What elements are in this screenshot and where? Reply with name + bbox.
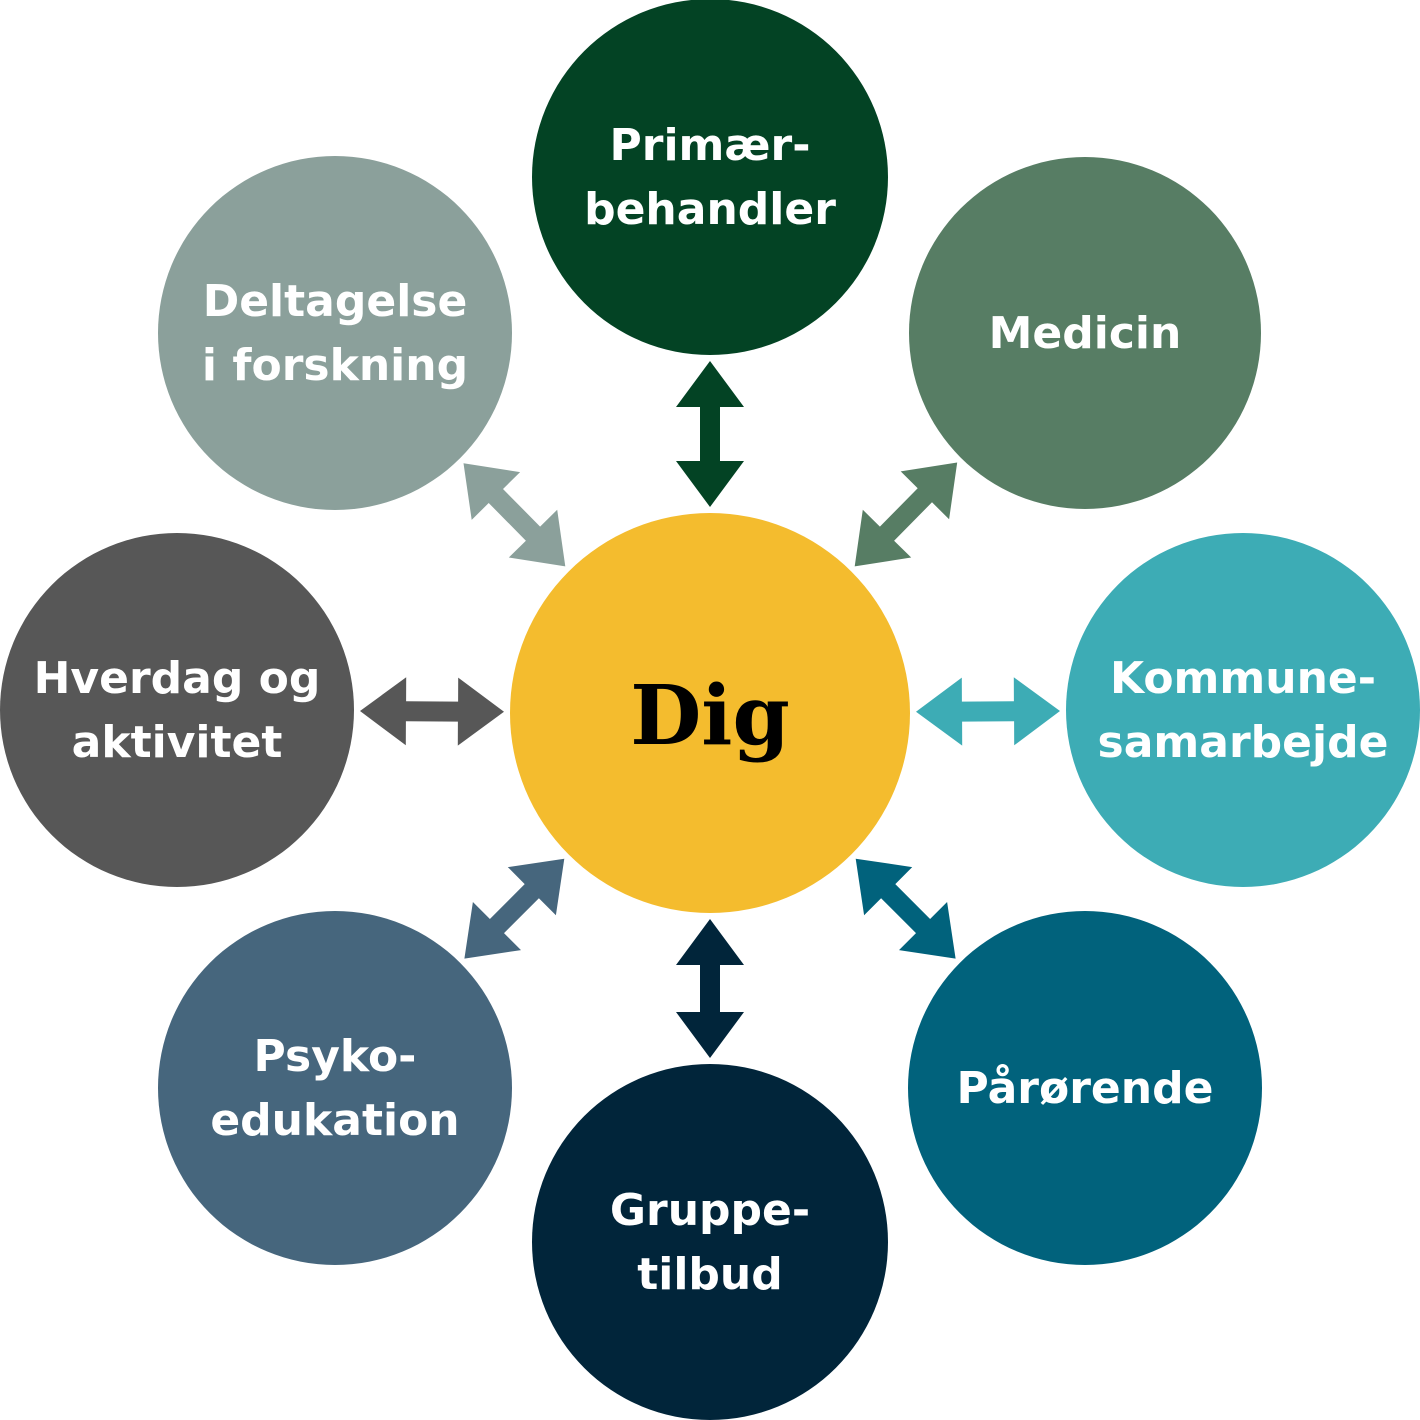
node-forskning: Deltagelse i forskning [158,156,512,510]
arrow-forskning [463,463,566,567]
node-label-paaroerende-line-1: Pårørende [957,1063,1214,1114]
node-label-primaer-line-2: behandler [584,184,836,235]
arrow-psyko [464,858,565,959]
node-medicin: Medicin [909,157,1261,509]
node-gruppe: Gruppe-tilbud [532,1064,888,1420]
node-circle-kommune [1066,533,1420,887]
node-hverdag: Hverdag og aktivitet [0,533,354,887]
node-label-kommune-line-2: samarbejde [1098,717,1389,768]
node-primaer: Primær-behandler [532,0,888,355]
node-circle-psyko [158,911,512,1265]
center-circle [510,513,910,913]
arrow-hverdag [360,677,504,746]
node-circle-hverdag [0,533,354,887]
arrow-kommune [916,677,1060,746]
node-label-hverdag-line-1: Hverdag og [34,653,321,704]
node-psyko: Psyko-edukation [158,911,512,1265]
node-label-hverdag-line-2: aktivitet [72,717,283,768]
node-label-gruppe-line-1: Gruppe- [610,1185,810,1236]
node-kommune: Kommune-samarbejde [1066,533,1420,887]
center-layer: Dig [510,513,910,913]
node-circle-gruppe [532,1064,888,1420]
arrow-primaer [676,361,744,507]
node-label-psyko-line-2: edukation [210,1095,459,1146]
node-paaroerende: Pårørende [908,911,1262,1265]
arrow-gruppe [676,919,744,1058]
node-label-psyko-line-1: Psyko- [254,1031,417,1082]
node-label-forskning-line-2: i forskning [202,340,468,391]
arrow-medicin [854,462,958,567]
node-label-medicin-line-1: Medicin [989,308,1182,359]
center-label: Dig [630,668,790,764]
node-label-gruppe-line-2: tilbud [637,1249,783,1300]
arrow-paaroerende [855,858,956,959]
node-label-kommune-line-1: Kommune- [1110,653,1376,704]
node-circle-paaroerende [908,911,1262,1265]
node-circle-forskning [158,156,512,510]
node-circle-medicin [909,157,1261,509]
arrows-layer [360,361,1060,1058]
node-label-primaer-line-1: Primær- [610,120,811,171]
node-label-forskning-line-1: Deltagelse [203,276,468,327]
node-circle-primaer [532,0,888,355]
